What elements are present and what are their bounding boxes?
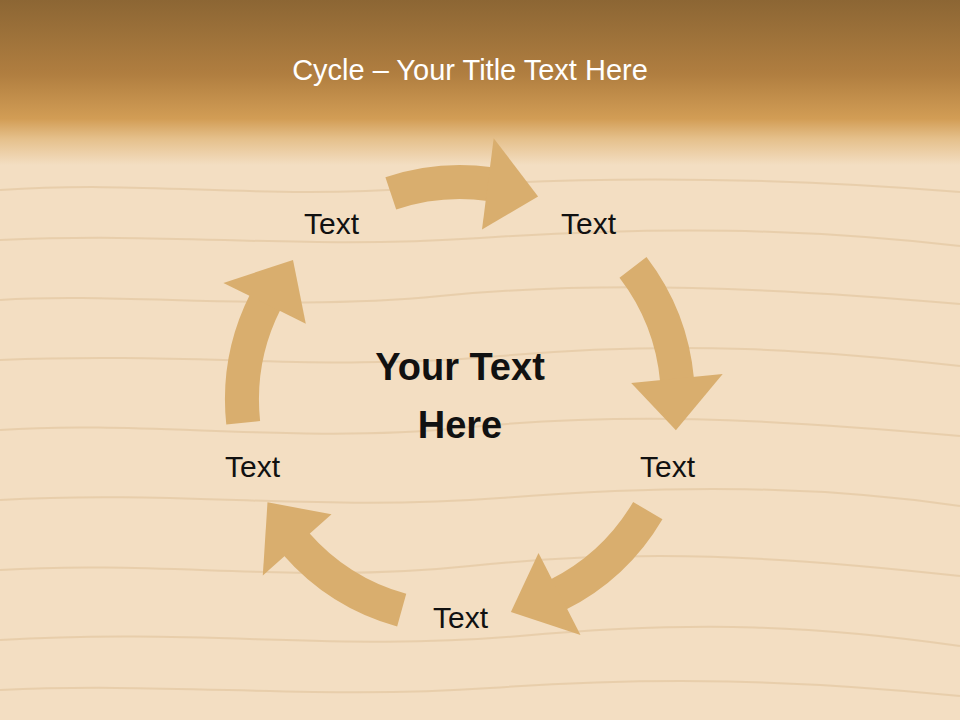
cycle-arrow xyxy=(631,267,723,430)
title: Cycle – Your Title Text Here xyxy=(0,54,940,87)
cycle-arrow xyxy=(511,511,648,635)
cycle-arrow xyxy=(391,138,538,229)
cycle-step: Text xyxy=(219,448,286,486)
step-text: Text xyxy=(219,448,286,486)
arrow-band xyxy=(633,267,677,380)
arrow-head xyxy=(263,502,332,575)
cycle-arrow xyxy=(263,502,402,610)
arrow-head xyxy=(511,553,581,635)
arrow-head xyxy=(631,374,723,430)
center-label: Your Text Here xyxy=(350,338,570,454)
header-band xyxy=(0,0,960,165)
step-text: Text xyxy=(427,599,494,637)
step-text: Text xyxy=(298,205,365,243)
cycle-step: Text xyxy=(555,205,622,243)
wood-grain xyxy=(0,179,960,696)
step-text: Text xyxy=(634,448,701,486)
arrow-band xyxy=(391,182,490,193)
arrow-band xyxy=(558,511,648,595)
cycle-step: Text xyxy=(298,205,365,243)
cycle-step: Text xyxy=(634,448,701,486)
arrow-band xyxy=(296,543,402,610)
arrow-head xyxy=(223,260,305,324)
step-text: Text xyxy=(555,205,622,243)
arrow-head xyxy=(482,138,538,229)
cycle-step: Text xyxy=(427,599,494,637)
arrow-band xyxy=(242,301,266,423)
cycle-arrow xyxy=(223,260,305,423)
